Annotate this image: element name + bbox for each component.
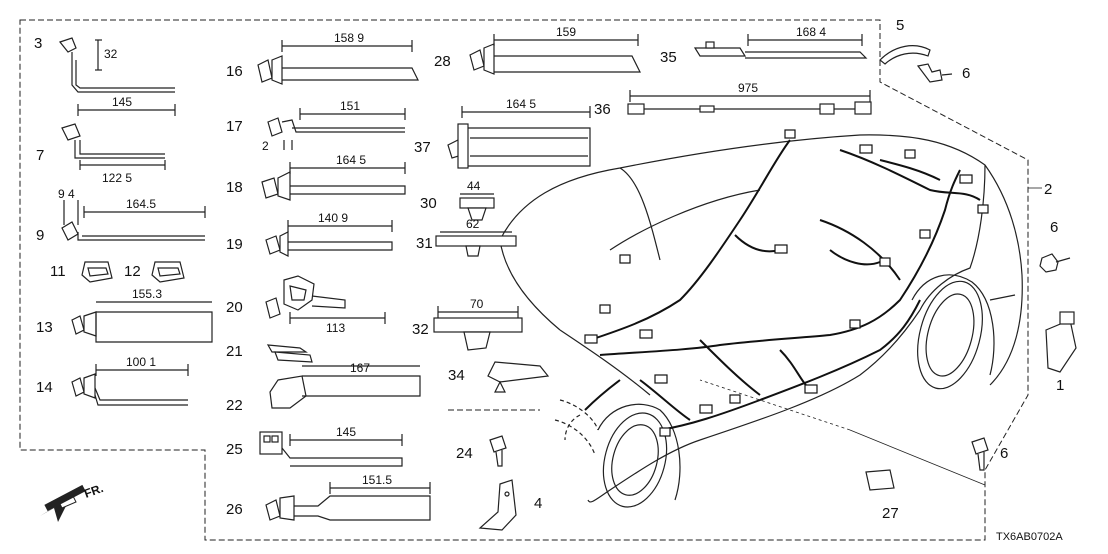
callout-37: 37 (414, 139, 431, 156)
callout-14: 14 (36, 379, 53, 396)
callout-34: 34 (448, 367, 465, 384)
dim-label: 145 (112, 95, 132, 109)
dim-label: 2 (262, 139, 269, 153)
callout-1: 1 (1056, 377, 1064, 394)
callout-6: 6 (1050, 219, 1058, 236)
dim-label: 44 (467, 179, 481, 193)
callout-31: 31 (416, 235, 433, 252)
dim-label: 100 1 (126, 355, 156, 369)
callout-35: 35 (660, 49, 677, 66)
dim-label: 32 (104, 47, 118, 61)
callout-2: 2 (1044, 181, 1052, 198)
callout-30: 30 (420, 195, 437, 212)
callout-18: 18 (226, 179, 243, 196)
callout-27: 27 (882, 505, 899, 522)
dim-label: 164.5 (126, 197, 156, 211)
callout-21: 21 (226, 343, 243, 360)
dim-label: 164 5 (336, 153, 366, 167)
part-27-pad (865, 469, 895, 491)
front-direction-arrow (40, 484, 86, 522)
dim-label: 70 (470, 297, 484, 311)
callout-labels: 3 32 145 7 122 5 9 9 4 164.5 11 12 13 15… (34, 17, 1064, 543)
callout-17: 17 (226, 118, 243, 135)
part-20-clip (265, 275, 386, 324)
part-36-harness (627, 90, 872, 115)
callout-5: 5 (896, 17, 904, 34)
dim-label: 113 (326, 321, 345, 335)
part-12-clip (151, 261, 185, 283)
callout-24: 24 (456, 445, 473, 462)
callout-32: 32 (412, 321, 429, 338)
part-5-clip (879, 45, 931, 65)
front-direction-label: FR. (82, 481, 105, 501)
part-3-clip (58, 37, 176, 116)
part-17-clip (267, 108, 406, 150)
callout-11: 11 (50, 263, 66, 280)
harness-connectors (584, 129, 989, 437)
part-6-bolt-upper (916, 63, 953, 83)
floor-wire-harness (584, 139, 981, 431)
callout-13: 13 (36, 319, 53, 336)
part-35-clip (693, 34, 868, 59)
dim-label: 151.5 (362, 473, 392, 487)
part-16-clip (257, 40, 419, 85)
dim-label: 168 4 (796, 25, 826, 39)
diagram-code: TX6AB0702A (996, 531, 1063, 543)
part-11-clip (81, 261, 113, 283)
part-32-clip (433, 306, 523, 351)
callout-6: 6 (1000, 445, 1008, 462)
part-4-bracket (478, 479, 517, 531)
dim-label: 145 (336, 425, 356, 439)
callout-4: 4 (534, 495, 542, 512)
callout-6: 6 (962, 65, 970, 82)
callout-22: 22 (226, 397, 243, 414)
callout-20: 20 (226, 299, 243, 316)
callout-36: 36 (594, 101, 611, 118)
dim-label: 9 4 (58, 187, 75, 201)
dim-label: 164 5 (506, 97, 536, 111)
part-9-clip (61, 200, 206, 241)
dim-label: 159 (556, 25, 576, 39)
part-25-clip (259, 431, 403, 467)
part-34-bracket (487, 361, 550, 393)
dim-label: 140 9 (318, 211, 348, 225)
callout-25: 25 (226, 441, 243, 458)
dim-label: 155.3 (132, 287, 162, 301)
part-19-clip (265, 220, 393, 257)
part-18-clip (261, 162, 406, 201)
callout-19: 19 (226, 236, 243, 253)
callout-3: 3 (34, 35, 42, 52)
callout-7: 7 (36, 147, 44, 164)
part-30-clip (459, 193, 495, 221)
part-26-clip (265, 482, 431, 521)
leader-lines (699, 187, 1042, 486)
part-6-bolt-right (1039, 253, 1071, 273)
callout-26: 26 (226, 501, 243, 518)
dim-label: 62 (466, 217, 480, 231)
part-1-bracket (1045, 311, 1077, 373)
part-7-clip (61, 123, 166, 170)
dim-label: 158 9 (334, 31, 364, 45)
assembly-boundary (19, 19, 1029, 541)
callout-9: 9 (36, 227, 44, 244)
part-22-clip (269, 365, 421, 409)
dim-label: 122 5 (102, 171, 132, 185)
dim-label: 975 (738, 81, 758, 95)
part-21-clip (266, 344, 313, 363)
part-14-clip (71, 364, 189, 406)
dim-label: 151 (340, 99, 360, 113)
part-31-clip (435, 231, 517, 257)
part-24-bolt (489, 435, 507, 467)
part-37-tie (447, 106, 591, 169)
callout-28: 28 (434, 53, 451, 70)
vehicle-body-outline (499, 134, 1023, 508)
part-6-bolt-lower (971, 437, 989, 471)
part-13-clip (71, 301, 213, 343)
dim-label: 167 (350, 361, 370, 375)
callout-12: 12 (124, 263, 141, 280)
callout-16: 16 (226, 63, 243, 80)
part-28-clip (469, 34, 641, 75)
